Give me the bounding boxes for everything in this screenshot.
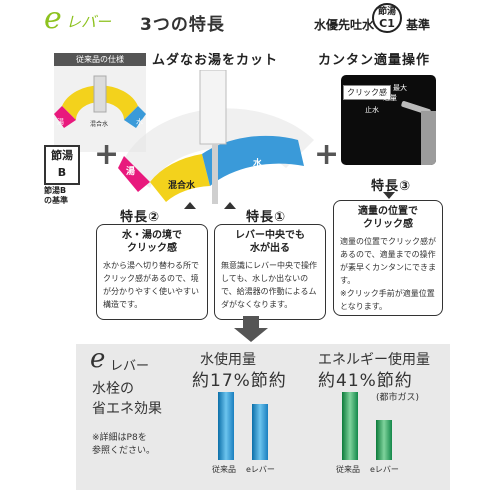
old-dial-cold-sector <box>124 106 146 128</box>
effect-logo-text: レバー <box>110 359 150 374</box>
feature2-body: 水から湯へ切り替わる所でクリック感があるので、境が分かりやすく使いやすい構造です… <box>103 261 199 309</box>
elever-logo-text: レバー <box>66 13 112 31</box>
energy-bar-label-elever: eレバー <box>370 465 399 474</box>
setsuyu-b-line1: 節湯 <box>51 149 73 162</box>
badge-top-text: 節湯 <box>377 7 396 17</box>
plus-icon-right: + <box>314 137 340 172</box>
lever-photo: クリック感 最大 適量 止水 <box>341 75 436 165</box>
photo-click-tag: クリック感 <box>343 85 391 100</box>
effect-logo-mark: e <box>90 344 106 374</box>
setsuyu-b-note: 節湯B の基準 <box>44 186 68 205</box>
feature2-title: 水・湯の境で クリック感 <box>122 230 182 254</box>
feature3-body: 適量の位置でクリック感があるので、適量までの操作が素早くカンタンにできます。 ※… <box>340 237 436 311</box>
dial-cold-label: 水 <box>253 157 263 169</box>
water-bar-label-elever: eレバー <box>246 465 275 474</box>
feature3-tag: 特長③ <box>371 179 412 194</box>
standard-label: 水優先吐水 <box>314 18 375 32</box>
photo-label-optimal: 適量 <box>383 94 397 102</box>
feature1-arrow-icon <box>224 202 236 209</box>
old-dial-hot-label: 湯 <box>57 117 64 126</box>
page-title: 3つの特長 <box>140 15 225 35</box>
setsuyu-b-box: 節湯 B <box>44 145 80 185</box>
faucet-body-icon <box>199 70 227 145</box>
energy-caption: エネルギー使用量 <box>318 352 430 368</box>
old-faucet-icon <box>93 75 107 113</box>
setsuyu-c1-badge: 節湯 C1 <box>372 3 402 33</box>
main-dial-illustration: 湯 混合水 水 <box>118 70 314 204</box>
dial-mix-label: 混合水 <box>168 179 196 191</box>
old-dial-hot-sector <box>54 106 76 128</box>
energy-sub: (都市ガス) <box>376 393 420 403</box>
energy-value: 約41%節約 <box>318 371 413 391</box>
energy-bar-label-old: 従来品 <box>336 465 360 474</box>
photo-label-off: 止水 <box>365 106 379 114</box>
feature1-tag: 特長① <box>246 210 287 225</box>
effect-line2: 省エネ効果 <box>92 401 162 417</box>
water-bar-old <box>218 392 234 460</box>
feature2-callout: 水・湯の境で クリック感 水から湯へ切り替わる所でクリック感があるので、境が分か… <box>96 224 208 320</box>
water-caption: 水使用量 <box>200 352 256 368</box>
faucet-pipe-icon <box>212 144 218 204</box>
water-bar-elever <box>252 404 268 460</box>
standard-suffix: 基準 <box>406 18 431 32</box>
feature1-body: 無意識にレバー中央で操作しても、水しか出ないので、給湯器の作動によるムダがなくな… <box>221 261 317 309</box>
plus-icon: + <box>94 137 120 172</box>
old-dial-cold-label: 水 <box>136 117 143 126</box>
header: e レバー 3つの特長 水優先吐水 節湯 C1 基準 <box>0 0 500 40</box>
feature3-callout: 適量の位置で クリック感 適量の位置でクリック感があるので、適量までの操作が素早… <box>333 200 443 316</box>
feature3-arrow-icon <box>383 192 395 199</box>
old-dial-illustration: 湯 混合水 水 <box>54 75 146 128</box>
feature1-callout: レバー中央でも 水が出る 無意識にレバー中央で操作しても、水しか出ないので、給湯… <box>214 224 326 320</box>
setsuyu-b-line2: B <box>57 166 67 179</box>
old-spec-label: 従来品の仕様 <box>54 53 146 66</box>
photo-label-max: 最大 <box>393 84 407 92</box>
effect-note: ※詳細はP8を 参照ください。 <box>92 433 156 456</box>
energy-bar-old <box>342 392 358 460</box>
dial-mix-sector <box>150 154 210 202</box>
feature-heading-left: ムダなお湯をカット <box>152 53 279 68</box>
down-arrow-icon <box>243 316 259 330</box>
feature2-tag: 特長② <box>120 210 161 225</box>
energy-bar-elever <box>376 420 392 460</box>
old-dial-mix-sector <box>62 85 138 120</box>
old-dial-mix-label: 混合水 <box>90 120 108 128</box>
water-bar-label-old: 従来品 <box>212 465 236 474</box>
effect-line1: 水栓の <box>92 381 134 397</box>
feature3-title: 適量の位置で クリック感 <box>358 206 418 230</box>
dial-hot-label: 湯 <box>126 165 135 177</box>
photo-faucet-icon <box>421 111 436 165</box>
dial-hot-sector <box>118 156 150 192</box>
feature-heading-right: カンタン適量操作 <box>318 53 431 68</box>
feature2-arrow-icon <box>184 202 196 209</box>
water-value: 約17%節約 <box>192 371 287 391</box>
badge-bottom-text: C1 <box>379 17 395 30</box>
elever-logo-mark: e <box>44 1 62 36</box>
old-spec-panel: 湯 混合水 水 <box>54 66 146 152</box>
feature1-title: レバー中央でも 水が出る <box>235 230 305 254</box>
down-arrow-head-icon <box>234 328 268 342</box>
dial-cold-sector <box>202 135 304 186</box>
